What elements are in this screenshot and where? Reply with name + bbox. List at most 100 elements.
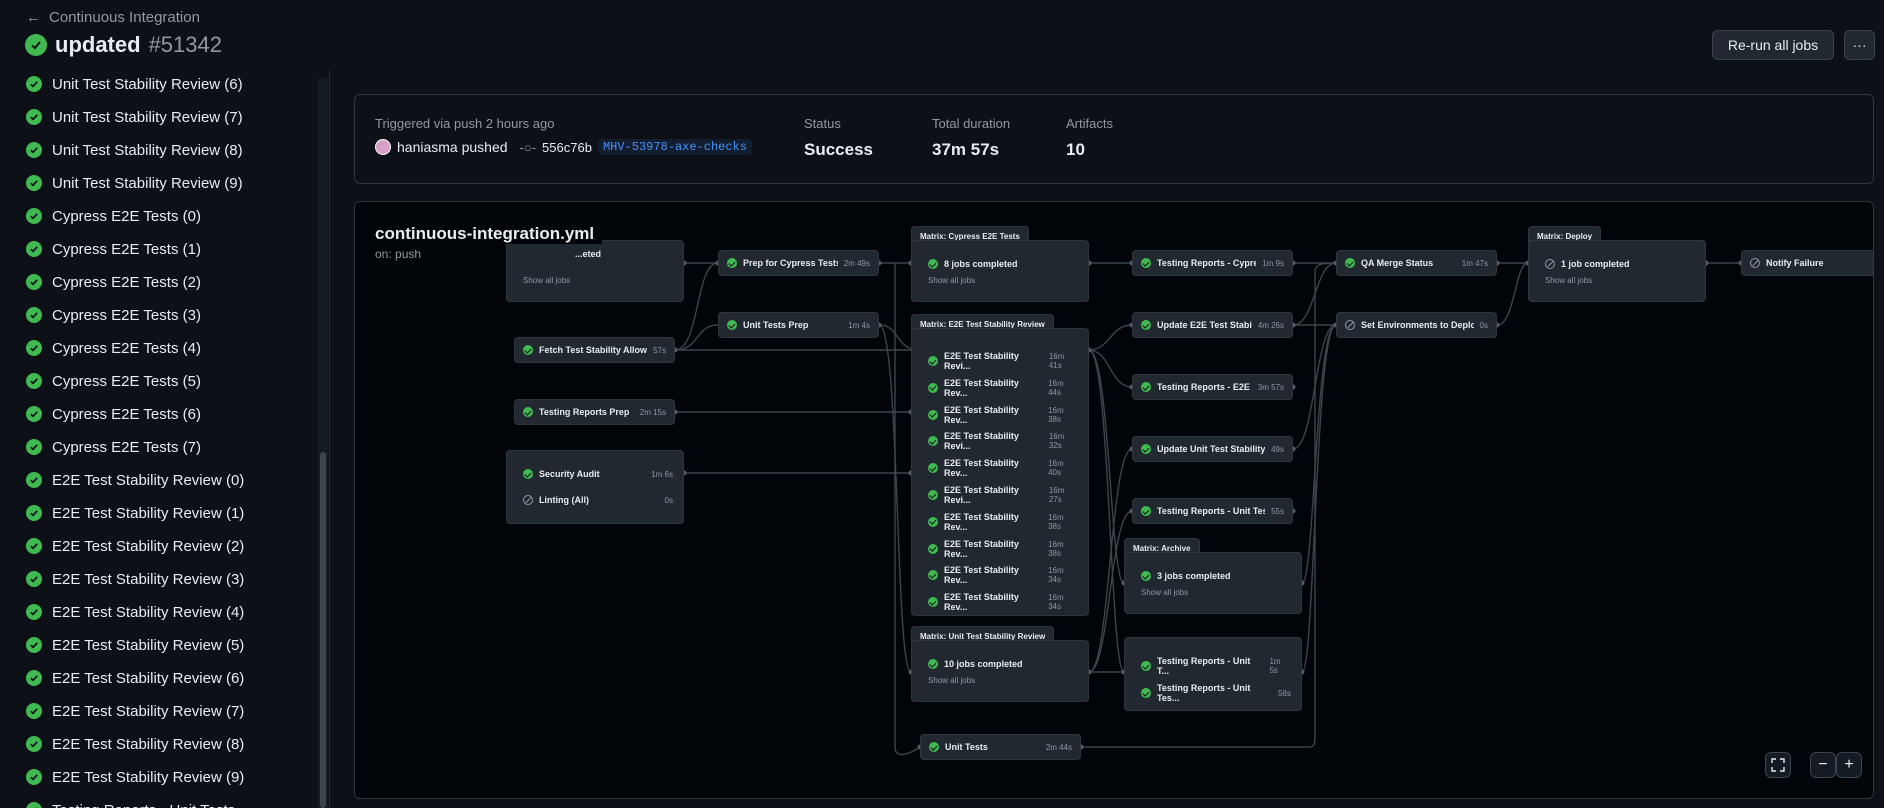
show-all-jobs-link[interactable]: Show all jobs (928, 676, 976, 685)
sidebar-job-item[interactable]: E2E Test Stability Review (0) (26, 469, 244, 491)
job-name: E2E Test Stability Rev... (944, 511, 1019, 532)
job-e2e-stability-review[interactable]: E2E Test Stability Revi...16m 41s (928, 351, 1078, 371)
sidebar-scrollbar-thumb[interactable] (320, 452, 326, 808)
sidebar-job-item[interactable]: Cypress E2E Tests (2) (26, 271, 201, 293)
workflow-graph[interactable]: ...eted Show all jobs Fetch Test Stabili… (354, 201, 1874, 799)
sidebar-job-label: Unit Test Stability Review (7) (52, 108, 243, 126)
sidebar-job-label: Cypress E2E Tests (4) (52, 339, 201, 357)
job-reports-unit-t[interactable]: Testing Reports - Unit T... 1m 5s (1141, 656, 1291, 676)
sidebar-job-item[interactable]: Cypress E2E Tests (7) (26, 436, 201, 458)
matrix-unit-group[interactable] (911, 640, 1089, 702)
run-title: updated (55, 32, 141, 57)
sidebar-job-item[interactable]: Unit Test Stability Review (7) (26, 106, 243, 128)
actor-text[interactable]: haniasma pushed (397, 139, 508, 155)
fullscreen-icon (1771, 758, 1785, 772)
job-name: E2E Test Stability Rev... (944, 565, 1019, 586)
sidebar-job-item[interactable]: E2E Test Stability Review (7) (26, 700, 244, 722)
job-update-e2e[interactable]: Update E2E Test Stabil... 4m 26s (1132, 312, 1293, 338)
sidebar-job-item[interactable]: E2E Test Stability Review (4) (26, 601, 244, 623)
sidebar-job-item[interactable]: E2E Test Stability Review (9) (26, 766, 244, 788)
job-e2e-stability-review[interactable]: E2E Test Stability Rev...16m 34s (928, 592, 1078, 612)
success-check-icon (25, 34, 47, 56)
sidebar-job-item[interactable]: Cypress E2E Tests (0) (26, 205, 201, 227)
matrix-cypress-group[interactable] (911, 240, 1089, 302)
plus-icon: + (1844, 756, 1854, 773)
sidebar-job-item[interactable]: Cypress E2E Tests (6) (26, 403, 201, 425)
job-name: Notify Failure (1766, 258, 1824, 268)
sidebar-job-label: E2E Test Stability Review (3) (52, 570, 245, 588)
job-qa-merge[interactable]: QA Merge Status 1m 47s (1336, 250, 1497, 276)
job-e2e-stability-review[interactable]: E2E Test Stability Rev...16m 38s (928, 512, 1078, 532)
sidebar-job-item[interactable]: E2E Test Stability Review (2) (26, 535, 244, 557)
job-duration: 2m 44s (1045, 742, 1072, 752)
sidebar-job-item[interactable]: Cypress E2E Tests (4) (26, 337, 201, 359)
job-set-environments[interactable]: Set Environments to Deploy 0s (1336, 312, 1497, 338)
job-name: Testing Reports - E2E ... (1157, 382, 1252, 392)
rerun-all-jobs-button[interactable]: Re-run all jobs (1712, 30, 1834, 60)
sidebar-job-item[interactable]: Cypress E2E Tests (3) (26, 304, 201, 326)
show-all-jobs-link[interactable]: Show all jobs (928, 276, 976, 285)
sidebar-job-item[interactable]: Testing Reports - Unit Tests (26, 799, 235, 808)
zoom-in-button[interactable]: + (1836, 752, 1862, 778)
fullscreen-button[interactable] (1765, 752, 1791, 778)
success-check-icon (26, 175, 42, 191)
job-e2e-stability-review[interactable]: E2E Test Stability Rev...16m 38s (928, 539, 1078, 559)
job-duration: 57s (653, 345, 666, 355)
show-all-jobs-link[interactable]: Show all jobs (523, 276, 571, 285)
sidebar-scrollbar-track[interactable] (318, 78, 328, 808)
matrix-archive-group[interactable] (1124, 552, 1302, 614)
branch-label[interactable]: MHV-53978-axe-checks (597, 139, 752, 155)
job-fetch-test-stability[interactable]: Fetch Test Stability Allow ... 57s (514, 337, 675, 363)
job-prep-cypress[interactable]: Prep for Cypress Tests 2m 49s (718, 250, 879, 276)
status-label: Status (804, 116, 841, 131)
job-e2e-stability-review[interactable]: E2E Test Stability Rev...16m 44s (928, 378, 1078, 398)
success-check-icon (26, 604, 42, 620)
artifacts-value[interactable]: 10 (1066, 140, 1085, 159)
more-actions-button[interactable]: ··· (1844, 30, 1875, 60)
job-e2e-stability-review[interactable]: E2E Test Stability Rev...16m 40s (928, 458, 1078, 478)
sidebar-job-item[interactable]: Cypress E2E Tests (1) (26, 238, 201, 260)
job-update-unit[interactable]: Update Unit Test Stability ... 49s (1132, 436, 1293, 462)
job-testing-reports-prep[interactable]: Testing Reports Prep 2m 15s (514, 399, 675, 425)
status-value: Success (804, 140, 873, 159)
job-security-audit[interactable]: Security Audit 1m 6s (523, 469, 673, 479)
matrix-deploy-group[interactable] (1528, 240, 1706, 302)
show-all-jobs-link[interactable]: Show all jobs (1141, 588, 1189, 597)
commit-sha[interactable]: 556c76b (542, 139, 592, 155)
avatar[interactable] (375, 139, 391, 155)
job-e2e-stability-review[interactable]: E2E Test Stability Rev...16m 34s (928, 565, 1078, 585)
sidebar-job-label: Cypress E2E Tests (2) (52, 273, 201, 291)
job-e2e-stability-review[interactable]: E2E Test Stability Revi...16m 32s (928, 431, 1078, 451)
commit-icon: -○- (519, 139, 537, 155)
sidebar-job-item[interactable]: E2E Test Stability Review (6) (26, 667, 244, 689)
zoom-out-button[interactable]: − (1810, 752, 1836, 778)
job-unit-tests-prep[interactable]: Unit Tests Prep 1m 4s (718, 312, 879, 338)
sidebar-job-item[interactable]: E2E Test Stability Review (5) (26, 634, 244, 656)
job-reports-unit-tes[interactable]: Testing Reports - Unit Tes... 58s (1141, 683, 1291, 703)
show-all-jobs-link[interactable]: Show all jobs (1545, 276, 1593, 285)
job-notify-failure[interactable]: Notify Failure (1741, 250, 1873, 276)
job-reports-cypress[interactable]: Testing Reports - Cypre... 1m 9s (1132, 250, 1293, 276)
job-e2e-stability-review[interactable]: E2E Test Stability Rev...16m 38s (928, 405, 1078, 425)
job-duration: 16m 34s (1048, 593, 1064, 612)
job-e2e-stability-review[interactable]: E2E Test Stability Revi...16m 27s (928, 485, 1078, 505)
sidebar-job-item[interactable]: Cypress E2E Tests (5) (26, 370, 201, 392)
job-linting[interactable]: Linting (All) 0s (523, 495, 673, 505)
back-link[interactable]: ← Continuous Integration (26, 9, 200, 26)
job-reports-e2e[interactable]: Testing Reports - E2E ... 3m 57s (1132, 374, 1293, 400)
sidebar-job-item[interactable]: E2E Test Stability Review (1) (26, 502, 244, 524)
commit-row: haniasma pushed -○- 556c76b MHV-53978-ax… (375, 139, 752, 155)
success-check-icon (26, 670, 42, 686)
sidebar-job-item[interactable]: Unit Test Stability Review (8) (26, 139, 243, 161)
job-duration: 16m 41s (1048, 352, 1065, 370)
sidebar-job-item[interactable]: Unit Test Stability Review (9) (26, 172, 243, 194)
job-duration: 2m 49s (843, 258, 870, 268)
job-duration: 4m 26s (1257, 320, 1284, 330)
sidebar-job-item[interactable]: Unit Test Stability Review (6) (26, 73, 243, 95)
dependency-edge (1088, 349, 1125, 673)
sidebar-job-item[interactable]: E2E Test Stability Review (3) (26, 568, 244, 590)
job-unit-tests[interactable]: Unit Tests 2m 44s (920, 734, 1081, 760)
duration-value: 37m 57s (932, 140, 1000, 159)
job-reports-unit[interactable]: Testing Reports - Unit Tes... 55s (1132, 498, 1293, 524)
sidebar-job-item[interactable]: E2E Test Stability Review (8) (26, 733, 244, 755)
